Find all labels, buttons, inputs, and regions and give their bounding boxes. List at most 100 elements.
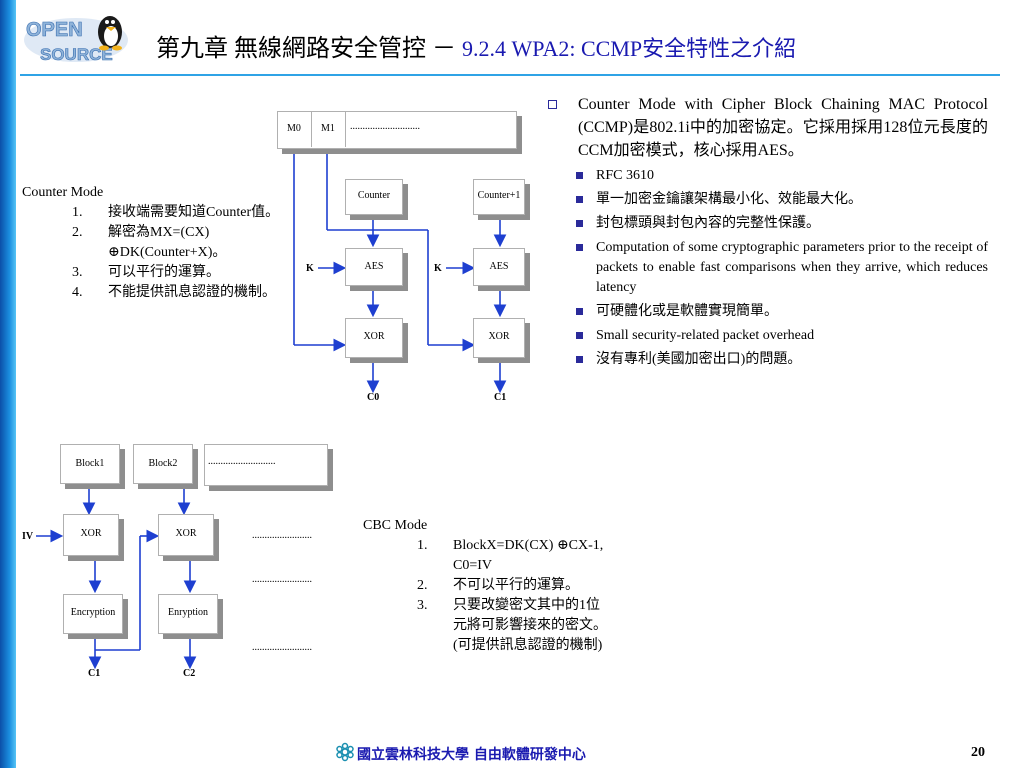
block-divider (311, 112, 312, 147)
item-text: 元將可影響接來的密文。 (453, 618, 607, 633)
list-item: 4. 不能提供訊息認證的機制。 (72, 283, 332, 303)
encryption-label: Enryption (168, 607, 208, 618)
more-blocks-dots: ........................... (208, 456, 276, 467)
xor-label: XOR (80, 528, 102, 539)
xor-box-1: XOR (473, 318, 525, 358)
square-bullet-icon (576, 220, 583, 227)
bullet-text: 可硬體化或是軟體實現簡單。 (596, 304, 778, 319)
key-label-0: K (306, 263, 314, 274)
item-number: 1. (72, 205, 83, 220)
row-dots: ........................ (252, 642, 312, 653)
key-label-1: K (434, 263, 442, 274)
row-dots: ........................ (252, 530, 312, 541)
row-dots: ........................ (252, 574, 312, 585)
cbc-c2-label: C2 (183, 668, 196, 679)
item-text: 不能提供訊息認證的機制。 (108, 285, 276, 300)
list-item: 1. 接收端需要知道Counter值。 (72, 203, 332, 223)
main-bullet: Counter Mode with Cipher Block Chaining … (548, 93, 988, 162)
item-number: 2. (72, 225, 83, 240)
title-divider (20, 74, 1000, 76)
item-text: 不可以平行的運算。 (453, 578, 579, 593)
list-item: 可硬體化或是軟體實現簡單。 (576, 302, 988, 322)
list-item: 單一加密金鑰讓架構最小化、效能最大化。 (576, 190, 988, 210)
square-bullet-icon (576, 196, 583, 203)
cbc-mode-heading: CBC Mode (363, 518, 428, 533)
counter-mode-heading: Counter Mode (22, 185, 104, 200)
penguin-icon (98, 16, 122, 51)
section-subtitle: 9.2.4 WPA2: CCMP安全特性之介紹 (462, 36, 797, 61)
list-item: Small security-related packet overhead (576, 326, 988, 346)
square-bullet-icon (576, 172, 583, 179)
list-item: (可提供訊息認證的機制) (417, 636, 663, 656)
list-item: 元將可影響接來的密文。 (417, 616, 663, 636)
xor-label: XOR (363, 331, 385, 342)
main-bullet-text: Counter Mode with Cipher Block Chaining … (578, 96, 988, 159)
cbc-xor-box-2: XOR (158, 514, 214, 556)
svg-text:OPEN: OPEN (26, 19, 83, 41)
encryption-label: Encryption (70, 607, 116, 618)
hollow-square-bullet-icon (548, 100, 557, 109)
block1-box: Block1 (60, 444, 120, 484)
list-item: 2. 解密為MX=(CX) (72, 223, 332, 243)
list-item: 3. 只要改變密文其中的1位 (417, 596, 663, 616)
square-bullet-icon (576, 244, 583, 251)
list-item: 封包標頭與封包內容的完整性保護。 (576, 214, 988, 234)
cbc-c1-label: C1 (88, 668, 101, 679)
m1-label: M1 (321, 123, 335, 134)
left-accent-bar (0, 0, 16, 768)
block2-box: Block2 (133, 444, 193, 484)
square-bullet-icon (576, 332, 583, 339)
bullet-text: Computation of some cryptographic parame… (596, 240, 988, 295)
xor-label: XOR (175, 528, 197, 539)
c0-label: C0 (367, 392, 380, 403)
counter-mode-notes: Counter Mode 1. 接收端需要知道Counter值。 2. 解密為MX=… (22, 183, 332, 303)
aes-label: AES (364, 261, 384, 272)
item-text: 解密為MX=(CX) (108, 225, 210, 240)
chapter-title: 第九章 無線網路安全管控 － (156, 36, 456, 62)
c1-label: C1 (494, 392, 507, 403)
counter-plus-label: Counter+1 (477, 190, 521, 201)
aes-box-1: AES (473, 248, 525, 286)
item-number: 3. (72, 265, 83, 280)
xor-box-0: XOR (345, 318, 403, 358)
list-item: 沒有專利(美國加密出口)的問題。 (576, 350, 988, 370)
cbc-mode-notes: CBC Mode 1. BlockX=DK(CX) ⊕CX-1, C0=IV 2.… (363, 516, 663, 656)
item-text: BlockX=DK(CX) ⊕CX-1, (453, 538, 604, 553)
item-text: (可提供訊息認證的機制) (453, 638, 603, 653)
item-text: 只要改變密文其中的1位 (453, 598, 600, 613)
list-item: 3.可以平行的運算。 (72, 263, 332, 283)
block2-label: Block2 (148, 458, 178, 469)
more-blocks-box (204, 444, 328, 486)
iv-label: IV (22, 531, 34, 542)
list-item: 1. BlockX=DK(CX) ⊕CX-1, (417, 536, 663, 556)
list-item: 2. 不可以平行的運算。 (417, 576, 663, 596)
square-bullet-icon (576, 356, 583, 363)
bullet-text: 封包標頭與封包內容的完整性保護。 (596, 216, 820, 231)
block1-label: Block1 (75, 458, 105, 469)
svg-text:SOURCE: SOURCE (40, 45, 113, 64)
bullet-text: Small security-related packet overhead (596, 328, 815, 343)
page-number: 20 (971, 745, 985, 760)
bullet-text: RFC 3610 (596, 168, 654, 183)
list-item: RFC 3610 (576, 166, 988, 186)
item-number: 4. (72, 285, 83, 300)
open-source-logo: OPEN SOURCE (24, 16, 128, 64)
page-title: 第九章 無線網路安全管控 － 9.2.4 WPA2: CCMP安全特性之介紹 (156, 28, 796, 63)
sub-bullet-list: RFC 3610 單一加密金鑰讓架構最小化、效能最大化。 封包標頭與封包內容的完… (548, 166, 988, 370)
aes-label: AES (489, 261, 509, 272)
bullet-text: 單一加密金鑰讓架構最小化、效能最大化。 (596, 192, 862, 207)
item-number: 3. (417, 598, 428, 613)
list-item: ⊕DK(Counter+X)。 (72, 243, 332, 263)
item-number: 2. (417, 578, 428, 593)
cbc-xor-box-1: XOR (63, 514, 119, 556)
item-text: 接收端需要知道Counter值。 (108, 205, 280, 220)
item-text: ⊕DK(Counter+X)。 (108, 245, 227, 260)
square-bullet-icon (576, 308, 583, 315)
item-number: 1. (417, 538, 428, 553)
m0-label: M0 (287, 123, 301, 134)
item-text: C0=IV (453, 558, 493, 573)
counter-plus-box: Counter+1 (473, 179, 525, 215)
encryption-box-1: Encryption (63, 594, 123, 634)
counter-box: Counter (345, 179, 403, 215)
bullet-text: 沒有專利(美國加密出口)的問題。 (596, 352, 802, 367)
